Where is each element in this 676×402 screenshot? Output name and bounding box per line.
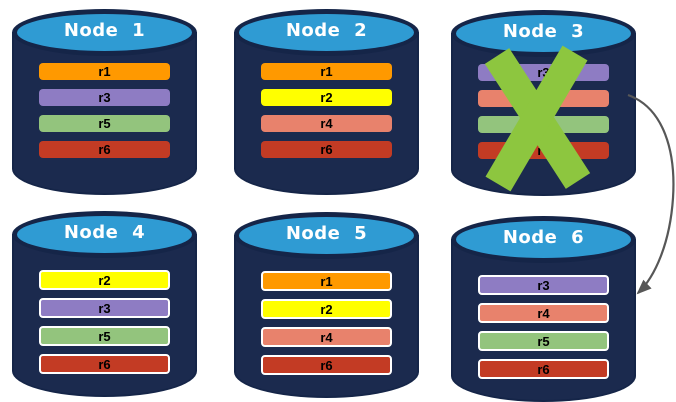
record-label: r5 [537,333,550,349]
record-bar: r6 [478,359,609,379]
node-cylinder-5: Node 5 r1 r2 r4 r6 [234,212,419,398]
record-bar: r3 [39,298,170,318]
record-bar: r6 [478,142,609,159]
record-bar: r6 [39,141,170,158]
record-label: r2 [320,90,333,105]
record-label: r3 [537,65,550,80]
record-bar: r4 [478,303,609,323]
cylinder-top [234,9,419,56]
record-list: r1 r2 r4 r6 [261,271,392,383]
record-label: r2 [98,272,111,288]
record-bar: r1 [39,63,170,80]
cylinder-top [451,216,636,263]
cylinder-body [234,32,419,195]
cylinder-top [234,212,419,259]
record-bar: r5 [39,115,170,132]
record-bar: r3 [478,64,609,81]
record-bar: r4 [261,115,392,132]
record-label: r3 [98,300,111,316]
record-label: r1 [320,273,333,289]
node-cylinder-3: Node 3 r3 r4 r5 r6 [451,10,636,196]
record-list: r1 r3 r5 r6 [39,63,170,167]
record-bar: r6 [39,354,170,374]
node-title: Node 6 [502,227,585,248]
record-label: r6 [537,143,550,158]
node-title: Node 3 [502,21,585,42]
record-label: r6 [98,142,111,157]
record-label: r3 [98,90,111,105]
cylinder-top [12,9,197,56]
record-label: r5 [98,328,111,344]
node-title: Node 2 [285,20,368,41]
node-title: Node 4 [63,222,146,243]
record-label: r4 [537,305,550,321]
record-list: r2 r3 r5 r6 [39,270,170,382]
node-cylinder-1: Node 1 r1 r3 r5 r6 [12,9,197,195]
node-title: Node 1 [63,20,146,41]
record-bar: r3 [478,275,609,295]
record-list: r1 r2 r4 r6 [261,63,392,167]
record-bar: r6 [261,141,392,158]
record-list: r3 r4 r5 r6 [478,64,609,168]
node-title: Node 5 [285,223,368,244]
cylinder-body [12,32,197,195]
record-bar: r1 [261,271,392,291]
record-bar: r1 [261,63,392,80]
record-list: r3 r4 r5 r6 [478,275,609,387]
record-label: r3 [537,277,550,293]
node-cylinder-6: Node 6 r3 r4 r5 r6 [451,216,636,402]
record-label: r4 [320,329,333,345]
record-bar: r2 [39,270,170,290]
record-bar: r2 [261,299,392,319]
record-bar: r2 [261,89,392,106]
record-label: r4 [320,116,333,131]
record-label: r1 [320,64,333,79]
node-cylinder-4: Node 4 r2 r3 r5 r6 [12,211,197,397]
record-label: r6 [98,356,111,372]
record-bar: r6 [261,355,392,375]
record-bar: r5 [39,326,170,346]
record-label: r4 [537,91,550,106]
cylinder-top [12,211,197,258]
node-cylinder-2: Node 2 r1 r2 r4 r6 [234,9,419,195]
record-label: r5 [537,117,550,132]
record-bar: r4 [261,327,392,347]
record-bar: r5 [478,116,609,133]
record-bar: r5 [478,331,609,351]
record-label: r6 [320,357,333,373]
record-label: r6 [537,361,550,377]
record-bar: r3 [39,89,170,106]
record-label: r6 [320,142,333,157]
record-label: r5 [98,116,111,131]
record-label: r1 [98,64,111,79]
record-bar: r4 [478,90,609,107]
record-label: r2 [320,301,333,317]
